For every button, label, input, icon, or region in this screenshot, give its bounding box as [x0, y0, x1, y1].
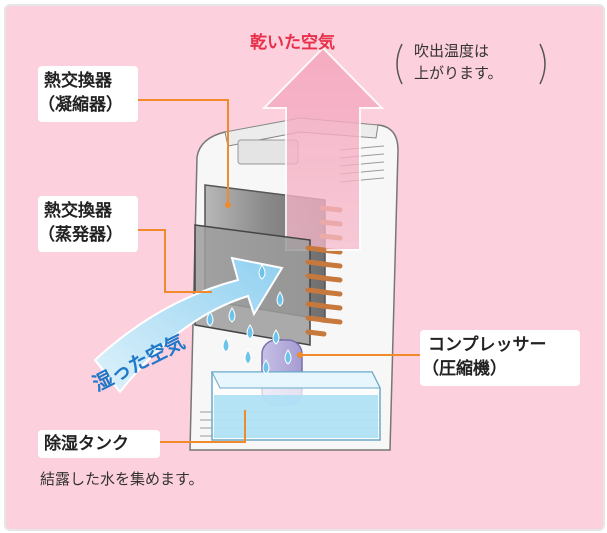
condenser-label-box	[38, 66, 138, 122]
evaporator-label-box	[38, 196, 138, 252]
compressor-label-line2: （圧縮機）	[422, 359, 507, 379]
leader-lines	[138, 99, 420, 443]
compressor-label-box	[420, 330, 580, 386]
water-drops	[206, 264, 292, 375]
evaporator-label-line1: 熱交換器	[44, 201, 112, 221]
evaporator-label-line2: （蒸発器）	[38, 225, 123, 245]
compressor-label-line1: コンプレッサー	[428, 335, 547, 355]
dry-air-arrow	[261, 46, 385, 251]
tank-label-box	[38, 430, 160, 458]
water-tank	[211, 371, 381, 441]
outlet-note-brackets	[396, 43, 546, 85]
condenser-label-line1: 熱交換器	[44, 71, 112, 91]
dry-air-label: 乾いた空気	[250, 33, 335, 53]
tank-note: 結露した水を集めます。	[40, 470, 204, 488]
compressor-pointer-dot	[297, 352, 303, 358]
outlet-note-line1: 吹出温度は	[414, 42, 490, 60]
condenser-pointer-dot	[225, 202, 231, 208]
outlet-note-line2: 上がります。	[414, 64, 503, 82]
tank-label: 除湿タンク	[44, 434, 129, 454]
condenser-label-line2: （凝縮器）	[38, 95, 123, 115]
humid-air-arrow	[93, 256, 284, 394]
